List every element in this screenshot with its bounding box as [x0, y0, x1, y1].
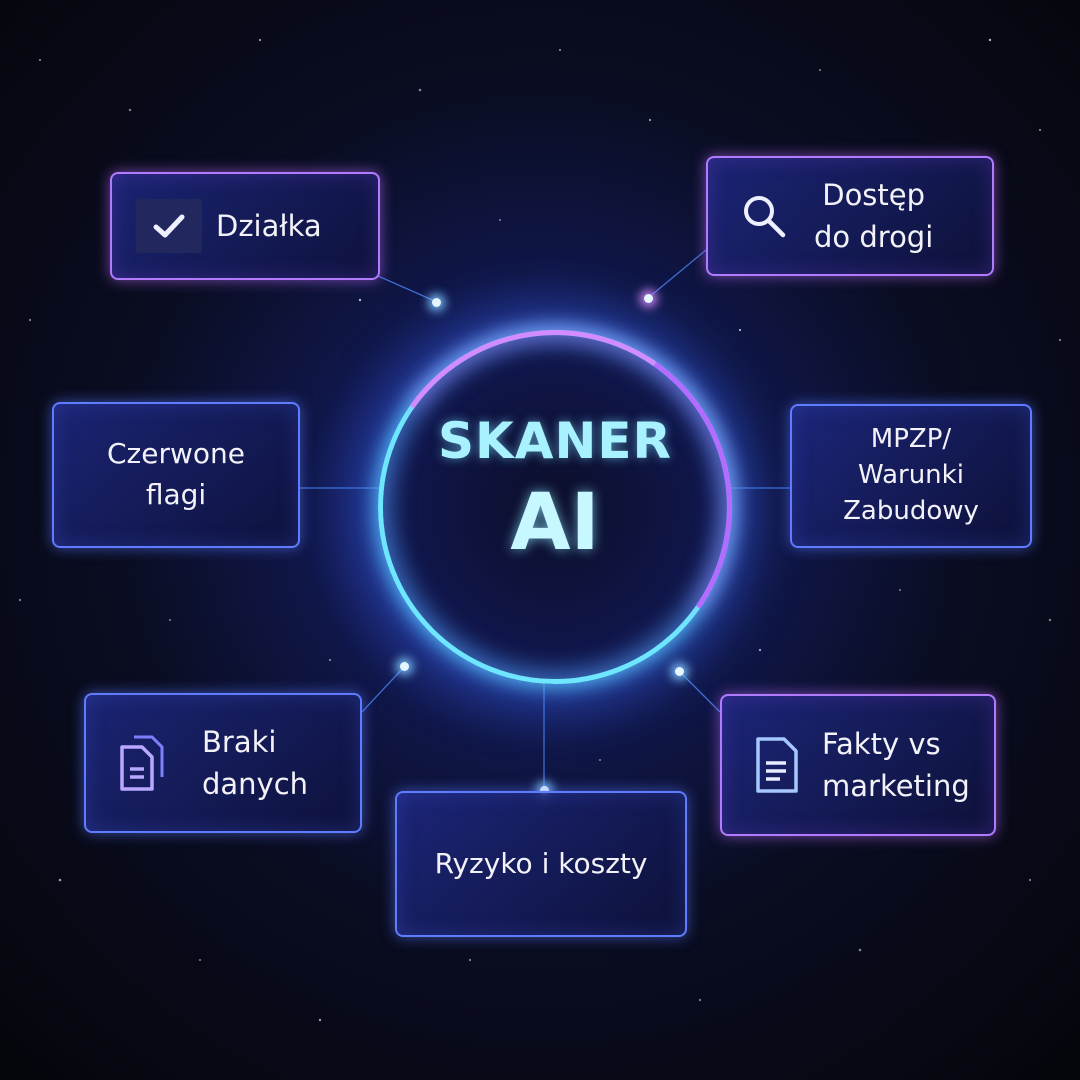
node-czerwone-flagi[interactable]: Czerwone flagi	[52, 402, 300, 548]
node-label: MPZP/ Warunki Zabudowy	[843, 424, 979, 526]
scanner-ring	[378, 330, 732, 684]
documents-icon	[118, 733, 170, 793]
node-dostep-do-drogi[interactable]: Dostęp do drogi	[706, 156, 994, 276]
node-label: Dostęp do drogi	[814, 177, 934, 254]
node-mpzp-warunki-zabudowy[interactable]: MPZP/ Warunki Zabudowy	[790, 404, 1032, 548]
connector-dot	[432, 298, 441, 307]
center-title: SKANER	[438, 412, 672, 470]
center-subtitle: AI	[510, 478, 600, 568]
node-braki-danych[interactable]: Braki danych	[84, 693, 362, 833]
node-label: Ryzyko i koszty	[434, 846, 648, 880]
checkmark-icon	[136, 199, 202, 253]
node-dzialka[interactable]: Działka	[110, 172, 380, 280]
node-label: Braki danych	[202, 724, 309, 801]
connector-dot	[675, 667, 684, 676]
node-ryzyko-i-koszty[interactable]: Ryzyko i koszty	[395, 791, 687, 937]
node-label: Fakty vs marketing	[822, 726, 970, 803]
connector-dot	[400, 662, 409, 671]
search-icon	[740, 192, 788, 240]
node-label: Czerwone flagi	[107, 437, 245, 511]
node-fakty-vs-marketing[interactable]: Fakty vs marketing	[720, 694, 996, 836]
document-icon	[754, 735, 800, 795]
connector-dot	[644, 294, 653, 303]
node-label: Działka	[216, 208, 322, 243]
connector-dot	[540, 786, 549, 795]
